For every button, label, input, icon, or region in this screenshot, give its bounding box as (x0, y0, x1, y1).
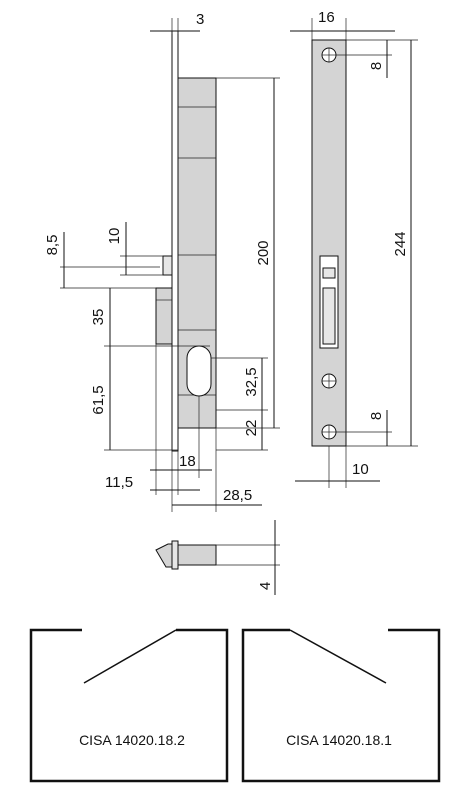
left-door-swing (83, 629, 177, 684)
dim-hole-offset-top: 8 (368, 62, 385, 70)
screw-hole-top (321, 47, 337, 63)
dead-bolt (155, 287, 173, 345)
dim-faceplate-width: 16 (318, 9, 335, 26)
dim-cylinder-hole-width: 18 (179, 453, 196, 470)
latch-opening (322, 267, 336, 279)
dim-latch-offset: 8,5 (44, 235, 61, 256)
dim-body-height: 200 (255, 240, 272, 265)
dim-backset-small: 11,5 (105, 474, 133, 491)
deadbolt-opening (322, 287, 336, 345)
dim-faceplate-thickness: 3 (196, 11, 204, 28)
dim-overall-length: 244 (392, 231, 409, 256)
dim-hole-offset-bottom: 8 (368, 412, 385, 420)
faceplate-edge (171, 30, 179, 452)
latch-bolt (162, 255, 173, 276)
dim-backset-large: 28,5 (223, 487, 252, 504)
dim-cylinder-to-bottom: 61,5 (90, 385, 107, 414)
left-door-frame (29, 628, 229, 783)
cylinder-hole (186, 345, 212, 397)
dim-latch-projection: 4 (257, 582, 274, 590)
right-hand-diagram: CISA 14020.18.1 (241, 628, 441, 783)
right-model-caption: CISA 14020.18.1 (286, 732, 392, 748)
dim-cylinder-hole-height: 32,5 (243, 367, 260, 396)
left-hand-diagram: CISA 14020.18.2 (29, 628, 229, 783)
latch-tip (155, 543, 173, 568)
dim-latch-height: 10 (106, 228, 123, 245)
left-model-caption: CISA 14020.18.2 (79, 732, 185, 748)
latch-collar (171, 540, 179, 570)
latch-stem (177, 544, 217, 566)
latch-detail: 4 (155, 520, 280, 595)
dim-cylinder-to-body-bottom: 22 (243, 420, 260, 437)
lock-side-view: 3 200 10 8,5 35 61,5 32,5 22 (44, 11, 280, 512)
dim-hole-edge-offset: 10 (352, 461, 369, 478)
screw-hole-middle (321, 373, 337, 389)
faceplate-front-view: 16 244 8 8 10 (290, 9, 418, 488)
right-door-swing (289, 629, 387, 684)
screw-hole-bottom (321, 424, 337, 440)
dim-latch-to-cylinder: 35 (90, 309, 107, 326)
right-door-frame (241, 628, 441, 783)
